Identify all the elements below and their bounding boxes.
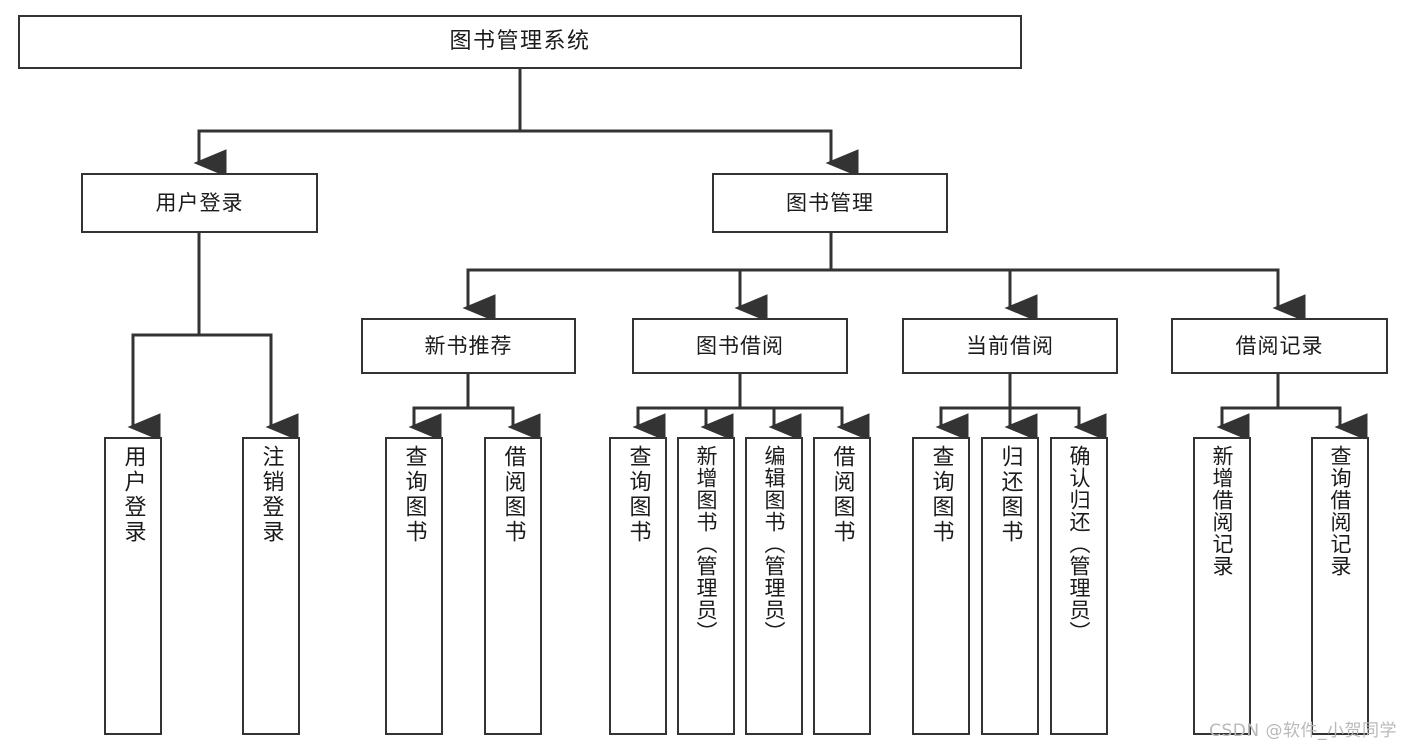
node-current-borrow[interactable]: 当前借阅	[902, 318, 1118, 374]
node-label: 借阅图书	[829, 445, 855, 545]
node-leaf-borrow-edit-book[interactable]: 编辑图书（管理员）	[745, 437, 803, 735]
node-leaf-borrow-add-book[interactable]: 新增图书（管理员）	[677, 437, 735, 735]
node-label: 新增借阅记录	[1210, 445, 1235, 577]
node-leaf-rec-query-book[interactable]: 查询图书	[385, 437, 443, 735]
node-label: 借阅图书	[500, 445, 526, 545]
node-label: 查询借阅记录	[1328, 445, 1353, 577]
node-leaf-user-login[interactable]: 用户登录	[104, 437, 162, 735]
node-borrow-records[interactable]: 借阅记录	[1171, 318, 1388, 374]
node-label: 注销登录	[258, 445, 284, 545]
node-label: 借阅记录	[1235, 333, 1324, 358]
node-label: 用户登录	[120, 445, 146, 545]
node-label: 图书管理	[786, 190, 874, 215]
node-leaf-cur-confirm-return[interactable]: 确认归还（管理员）	[1050, 437, 1108, 735]
node-book-management[interactable]: 图书管理	[712, 173, 948, 233]
node-label: 确认归还（管理员）	[1067, 445, 1092, 643]
node-leaf-borrow-borrow-book[interactable]: 借阅图书	[813, 437, 871, 735]
node-leaf-borrow-query-book[interactable]: 查询图书	[609, 437, 667, 735]
node-label: 查询图书	[928, 445, 954, 545]
node-leaf-rec-add-record[interactable]: 新增借阅记录	[1193, 437, 1251, 735]
node-leaf-cur-query-book[interactable]: 查询图书	[912, 437, 970, 735]
node-label: 图书管理系统	[449, 29, 591, 55]
node-label: 当前借阅	[966, 333, 1054, 358]
node-leaf-user-logout[interactable]: 注销登录	[242, 437, 300, 735]
node-leaf-cur-return-book[interactable]: 归还图书	[981, 437, 1039, 735]
node-label: 编辑图书（管理员）	[762, 445, 787, 643]
node-new-book-recommend[interactable]: 新书推荐	[361, 318, 576, 374]
node-root-system[interactable]: 图书管理系统	[18, 15, 1022, 69]
node-label: 新增图书（管理员）	[694, 445, 719, 643]
node-book-borrow[interactable]: 图书借阅	[632, 318, 848, 374]
node-label: 查询图书	[625, 445, 651, 545]
node-leaf-rec-query-record[interactable]: 查询借阅记录	[1311, 437, 1369, 735]
node-label: 归还图书	[997, 445, 1023, 545]
node-label: 新书推荐	[424, 333, 513, 358]
node-label: 查询图书	[401, 445, 427, 545]
node-leaf-rec-borrow-book[interactable]: 借阅图书	[484, 437, 542, 735]
node-label: 用户登录	[155, 190, 244, 215]
csdn-watermark: CSDN @软件_小贺同学	[1209, 721, 1397, 741]
node-user-login[interactable]: 用户登录	[81, 173, 318, 233]
node-label: 图书借阅	[696, 333, 784, 358]
